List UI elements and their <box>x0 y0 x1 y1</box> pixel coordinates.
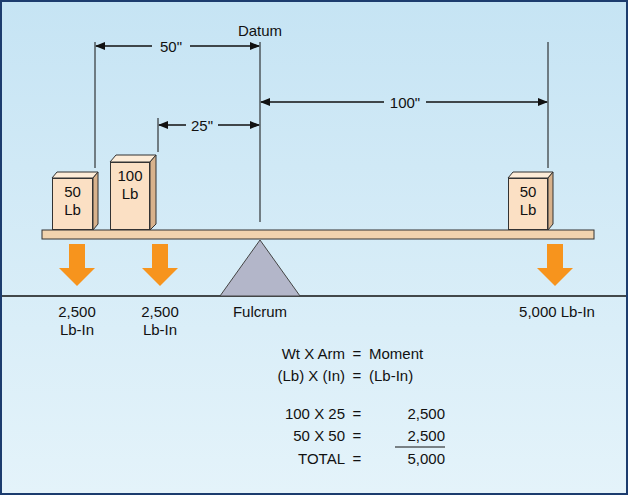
formula-cell: (Lb) X (In) <box>277 367 345 385</box>
formula-cell: Moment <box>369 345 423 363</box>
dimension-label: 25" <box>191 117 213 135</box>
formula-cell: 100 X 25 <box>285 405 345 423</box>
formula-cell: = <box>353 427 362 445</box>
formula-cell: 5,000 <box>407 450 445 468</box>
formula-cell: 50 X 50 <box>293 427 345 445</box>
fulcrum-label: Fulcrum <box>233 303 287 321</box>
weight-box: 100 Lb <box>110 162 150 230</box>
moment-label: 5,000 Lb-In <box>519 303 595 321</box>
formula-cell: 2,500 <box>407 405 445 423</box>
formula-cell: 2,500 <box>407 427 445 445</box>
formula-cell: Wt X Arm <box>282 345 345 363</box>
dimension-label: 50" <box>160 38 182 56</box>
weight-label: 50 Lb <box>53 179 92 219</box>
weight-box: 50 Lb <box>508 178 548 230</box>
weight-label: 100 Lb <box>111 163 149 203</box>
formula-cell: = <box>353 450 362 468</box>
moment-label: 2,500 Lb-In <box>51 303 103 339</box>
formula-cell: TOTAL <box>298 450 345 468</box>
formula-cell: = <box>353 367 362 385</box>
datum-label: Datum <box>238 22 282 40</box>
moment-label: 2,500 Lb-In <box>134 303 186 339</box>
dimension-label: 100" <box>390 94 420 112</box>
weight-box: 50 Lb <box>52 178 93 230</box>
formula-cell: = <box>353 405 362 423</box>
formula-cell: (Lb-In) <box>369 367 413 385</box>
weight-label: 50 Lb <box>509 179 547 219</box>
formula-cell: = <box>353 345 362 363</box>
